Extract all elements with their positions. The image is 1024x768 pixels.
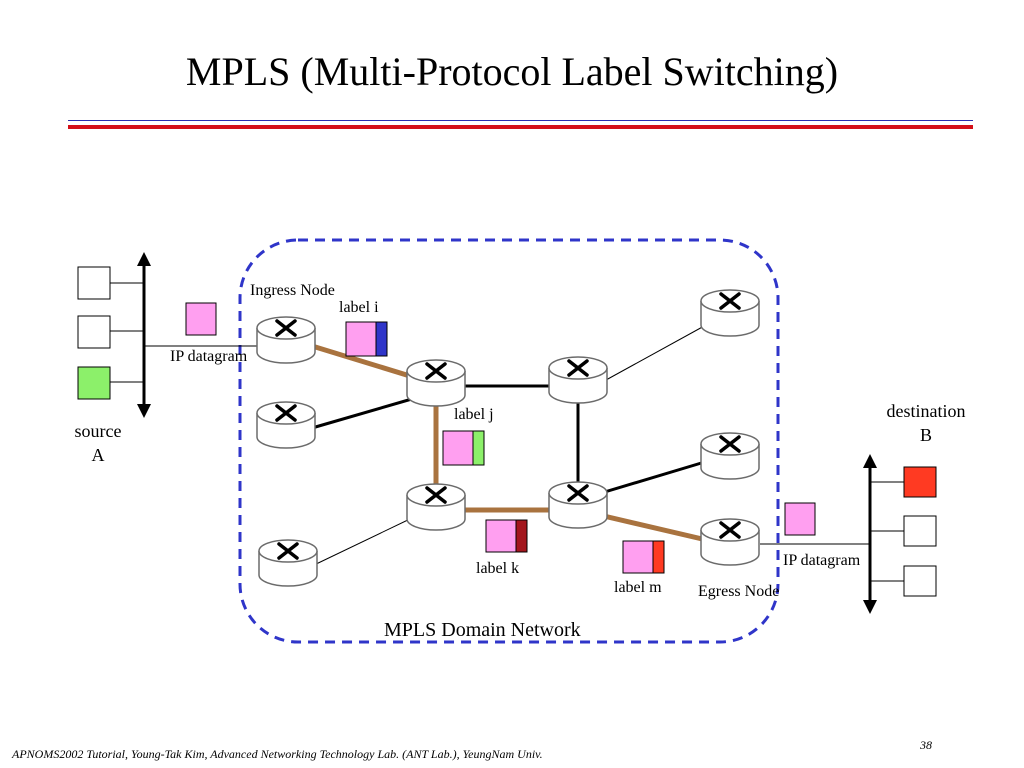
page-number: 38	[920, 738, 932, 752]
source-host-2	[77, 315, 111, 349]
packet-label-i-tag	[375, 321, 388, 357]
label-i-text: label i	[339, 299, 379, 316]
label-k-text: label k	[476, 560, 520, 577]
source-host-1	[77, 266, 111, 300]
packet-label-m-tag	[652, 540, 665, 574]
router-5	[405, 482, 467, 532]
link-r10-r5	[311, 517, 413, 567]
destination-label: destination B	[866, 399, 986, 447]
router-8	[699, 431, 761, 481]
source-label-line2: A	[91, 445, 105, 465]
router-7	[699, 288, 761, 338]
link-r4-r7	[605, 324, 707, 381]
ip-datagram-left-label: IP datagram	[170, 348, 248, 365]
router-2	[255, 400, 317, 450]
source-lan-arrow-top	[137, 252, 151, 266]
slide-title: MPLS (Multi-Protocol Label Switching)	[185, 49, 839, 94]
source-label-line1: source	[74, 421, 122, 441]
ip-datagram-packet-left	[185, 302, 217, 336]
title-rule-red	[68, 125, 973, 129]
router-3	[405, 358, 467, 408]
destination-label-line2: B	[919, 425, 932, 445]
router-10	[257, 538, 319, 588]
egress-node-label: Egress Node	[698, 583, 780, 600]
destination-lan-arrow-bottom	[863, 600, 877, 614]
ingress-router	[255, 315, 317, 365]
label-m-text: label m	[614, 579, 662, 596]
packet-label-j-tag	[472, 430, 485, 466]
label-j-text: label j	[454, 406, 494, 423]
egress-router	[699, 517, 761, 567]
mpls-domain-label: MPLS Domain Network	[384, 619, 581, 641]
ingress-node-label: Ingress Node	[250, 282, 335, 299]
packet-label-k-tag	[515, 519, 528, 553]
ip-datagram-packet-right	[784, 502, 816, 536]
destination-lan-arrow-top	[863, 454, 877, 468]
packet-label-j-body	[442, 430, 474, 466]
source-label: source A	[48, 419, 148, 467]
destination-host-b	[903, 466, 937, 498]
source-lan-arrow-bottom	[137, 404, 151, 418]
title-rule-blue	[68, 120, 973, 121]
router-4	[547, 355, 609, 405]
source-host-a	[77, 366, 111, 400]
ip-datagram-right-label: IP datagram	[783, 552, 861, 569]
destination-label-line1: destination	[886, 401, 966, 421]
slide-footer: APNOMS2002 Tutorial, Young-Tak Kim, Adva…	[12, 747, 543, 761]
destination-host-2	[903, 515, 937, 547]
mpls-domain-boundary	[238, 238, 780, 644]
destination-host-3	[903, 565, 937, 597]
packet-label-m-body	[622, 540, 654, 574]
router-6	[547, 480, 609, 530]
packet-label-k-body	[485, 519, 517, 553]
packet-label-i-body	[345, 321, 377, 357]
